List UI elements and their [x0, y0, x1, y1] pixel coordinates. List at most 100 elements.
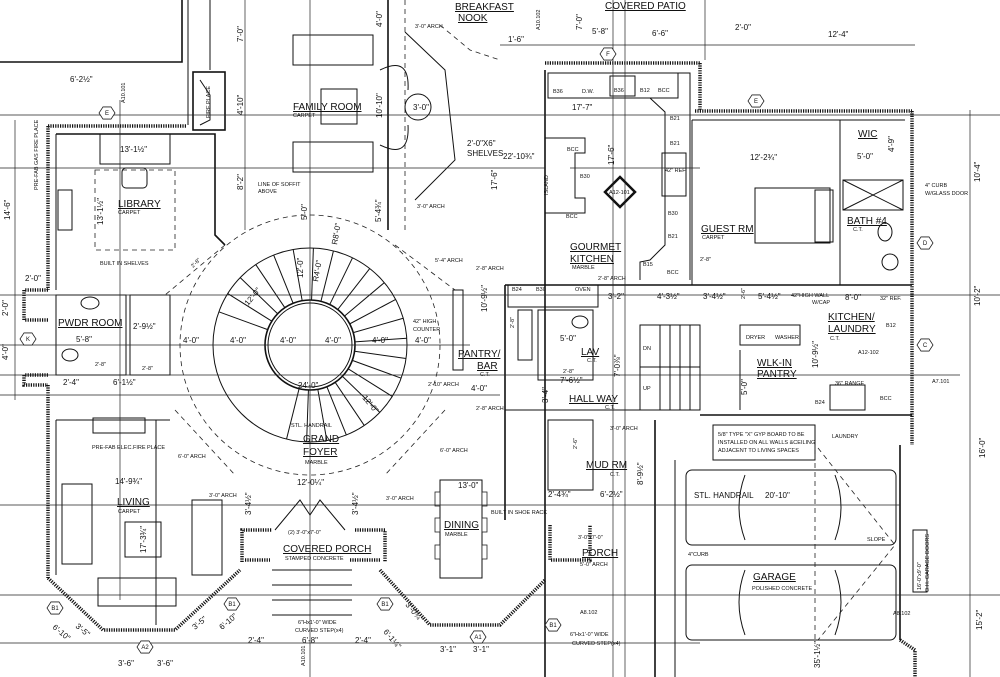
- room-pantry-bar-1: PANTRY/: [458, 349, 501, 360]
- note-slope: SLOPE: [867, 537, 886, 543]
- dimension-label: 12'-0": [360, 394, 380, 416]
- door-size-label: 2'-8": [510, 317, 516, 328]
- fixture-label: B21: [670, 141, 680, 147]
- fixture-label: B36: [553, 89, 563, 95]
- dimension-label: 10'-4": [973, 161, 982, 182]
- note-fire-place: FIRE PLACE: [206, 86, 212, 118]
- room-kitchen-2: KITCHEN: [570, 254, 614, 265]
- note-curb-glass-1: 4" CURB: [925, 183, 947, 189]
- spiral-stair-treads: [218, 248, 407, 442]
- room-family-room-finish: CARPET: [293, 113, 316, 119]
- dimension-label: 6'-1½": [113, 378, 136, 387]
- stair-tread: [329, 257, 353, 305]
- room-library: LIBRARY: [118, 199, 161, 210]
- dimension-label: 4'-0": [375, 11, 384, 27]
- dimension-label: 14'-9¾": [115, 477, 142, 486]
- fixture-label: BCC: [667, 270, 679, 276]
- fixture-label: DRYER: [746, 335, 765, 341]
- dimension-label: 7'-6½": [560, 376, 583, 385]
- fixture-label: D.W.: [582, 89, 594, 95]
- room-kitchen-laundry-2: LAUNDRY: [828, 324, 876, 335]
- fixture-label: WASHER: [775, 335, 799, 341]
- dimension-label: 4'-0": [372, 336, 388, 345]
- arch-label: 5'-0" ARCH: [580, 562, 608, 568]
- dimension-label: 4'-0": [183, 336, 199, 345]
- note-island: ISLAND: [544, 175, 550, 195]
- elevation-tag: A1: [474, 635, 482, 641]
- room-pantry-bar-finish: C.T.: [480, 372, 490, 378]
- elevation-tag-hexagon: [544, 618, 562, 632]
- stair-tread: [320, 250, 334, 302]
- dimension-label: 16'-0": [978, 437, 987, 458]
- room-garage-finish: POLISHED CONCRETE: [752, 586, 813, 592]
- dimension-label: 3'-0": [413, 103, 429, 112]
- elevation-tag: C: [923, 343, 928, 349]
- fixture-label: B12: [640, 88, 650, 94]
- arch-label: 5'-4" ARCH: [435, 258, 463, 264]
- elevation-tag: E: [105, 111, 109, 117]
- note-range: 36" RANGE: [835, 381, 864, 387]
- elevation-tag: K: [26, 337, 30, 343]
- room-kitchen-finish: MARBLE: [572, 265, 595, 271]
- stair-tread: [306, 389, 309, 442]
- dimension-label: 2'-0": [1, 300, 10, 316]
- dimension-label: 3'-1": [473, 645, 489, 654]
- room-covered-patio: COVERED PATIO: [605, 1, 686, 12]
- room-covered-porch-finish: STAMPED CONCRETE: [285, 556, 344, 562]
- room-living-finish: CARPET: [118, 509, 141, 515]
- fixture-label: BCC: [566, 214, 578, 220]
- arch-label: 3'-0" ARCH: [417, 204, 445, 210]
- dimension-label: 7'-0⅞": [613, 354, 622, 377]
- dimension-label: 13'-1½": [96, 198, 105, 225]
- dimension-label: 6'-6": [652, 29, 668, 38]
- dimension-label: 4'-0": [280, 336, 296, 345]
- room-dining: DINING: [444, 520, 479, 531]
- dimension-label: 13'-0": [458, 481, 479, 490]
- dimension-label: 3'-6": [157, 659, 173, 668]
- dimension-label: 6'-8": [302, 636, 318, 645]
- elevation-tag: B1: [381, 602, 389, 608]
- dimension-label: 4'-0": [415, 336, 431, 345]
- note-handrail-garage: STL. HANDRAIL: [694, 491, 754, 500]
- elevation-tag-hexagon: [916, 236, 934, 250]
- dimension-label: R8'-0": [330, 222, 343, 245]
- stair-tread: [354, 337, 407, 343]
- dimension-label: 3'-4½": [703, 292, 726, 301]
- section-reference: A12-101: [609, 190, 630, 196]
- fixture-label: B24: [512, 287, 522, 293]
- note-gyp-3: ADJACENT TO LIVING SPACES: [718, 448, 799, 454]
- dimension-label: 35'-1½": [813, 641, 822, 668]
- note-high-wall-2: W/CAP: [812, 300, 830, 306]
- elevation-tag-hexagon: [136, 640, 154, 654]
- fixture-label: BCC: [658, 88, 670, 94]
- note-step-side-1: 6"Hx1'-0" WIDE: [570, 632, 609, 638]
- door-size-label: 2'-8": [95, 362, 106, 368]
- door-size-label: 2'-8": [142, 366, 153, 372]
- room-wic: WIC: [858, 129, 877, 140]
- note-soffit-1: LINE OF SOFFIT: [258, 182, 301, 188]
- elevation-tag-hexagon: [916, 338, 934, 352]
- fixture-label: B30: [668, 211, 678, 217]
- dimension-label: 7'-0": [236, 26, 245, 42]
- note-stair-dn: DN: [643, 346, 651, 352]
- room-walkin-pantry-2: PANTRY: [757, 369, 797, 380]
- stair-tread: [227, 293, 273, 322]
- fixture-label: B30: [580, 174, 590, 180]
- fixture-label: 42" REF: [665, 168, 686, 174]
- arch-label: 2'-8" ARCH: [598, 276, 626, 282]
- stair-tread: [218, 311, 268, 331]
- elevation-tag-hexagon: [376, 597, 394, 611]
- elevation-tag: D: [923, 241, 928, 247]
- fixture-label: OVEN: [575, 287, 591, 293]
- room-walkin-pantry-1: WLK-IN: [757, 358, 792, 369]
- note-counter-1: 42" HIGH: [413, 319, 436, 325]
- room-lav: LAV: [581, 347, 599, 358]
- elevation-tag-hexagon: [599, 47, 617, 61]
- door-size-label: 2'-6": [741, 288, 747, 299]
- note-soffit-2: ABOVE: [258, 189, 277, 195]
- room-lav-finish: C.T.: [587, 358, 597, 364]
- dimension-label: 22'-10¾": [503, 152, 535, 161]
- dimension-label: 10'-2": [973, 285, 982, 306]
